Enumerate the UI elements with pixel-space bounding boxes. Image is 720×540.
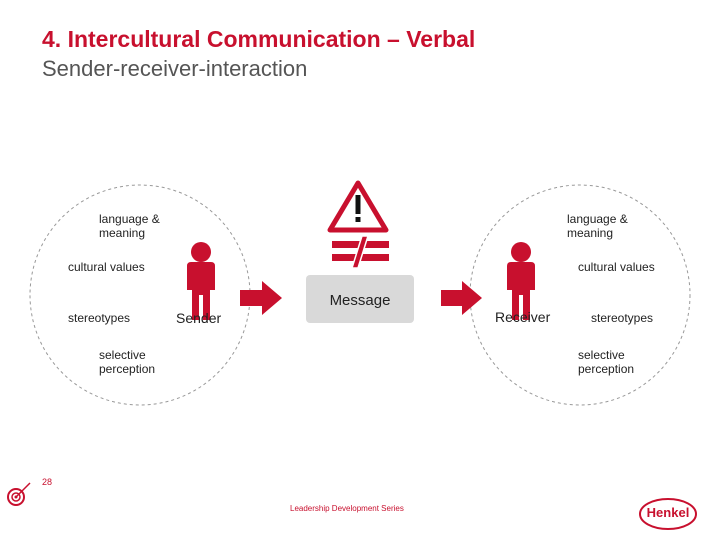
- arrow-right-icon: [240, 281, 282, 315]
- series-name: Leadership Development Series: [290, 504, 404, 513]
- label-line: selective: [99, 348, 146, 362]
- warning-triangle-icon: [327, 180, 389, 233]
- sender-stereotypes-label: stereotypes: [68, 311, 131, 325]
- receiver-perception-label: selective perception: [578, 348, 634, 376]
- receiver-language-label: language & meaning: [567, 212, 628, 240]
- label-line: selective: [578, 348, 625, 362]
- receiver-label: Receiver: [495, 309, 551, 325]
- sender-label: Sender: [176, 310, 222, 326]
- receiver-stereotypes-label: stereotypes: [591, 311, 654, 325]
- sender-perception-label: selective perception: [99, 348, 155, 376]
- label-line: meaning: [99, 226, 146, 240]
- target-icon: [7, 482, 31, 506]
- arrow-right-icon: [441, 281, 482, 315]
- label-line: meaning: [567, 226, 614, 240]
- message-label: Message: [329, 292, 391, 309]
- page-number: 28: [42, 477, 53, 487]
- henkel-logo: [639, 498, 697, 530]
- henkel-logo-text: Henkel: [646, 505, 690, 520]
- receiver-culture-sphere: [469, 184, 691, 406]
- slide-title: 4. Intercultural Communication – Verbal: [42, 26, 476, 52]
- not-equal-icon: [332, 235, 389, 269]
- label-line: perception: [578, 362, 635, 376]
- receiver-cultural-values-label: cultural values: [578, 260, 655, 274]
- receiver-person-icon: [507, 242, 535, 320]
- sender-language-label: language & meaning: [99, 212, 160, 240]
- label-line: perception: [99, 362, 156, 376]
- message-box: [306, 275, 414, 323]
- sender-person-icon: [187, 242, 215, 320]
- label-line: language &: [99, 212, 160, 226]
- sender-cultural-values-label: cultural values: [68, 260, 145, 274]
- label-line: language &: [567, 212, 628, 226]
- slide-subtitle: Sender-receiver-interaction: [42, 56, 308, 81]
